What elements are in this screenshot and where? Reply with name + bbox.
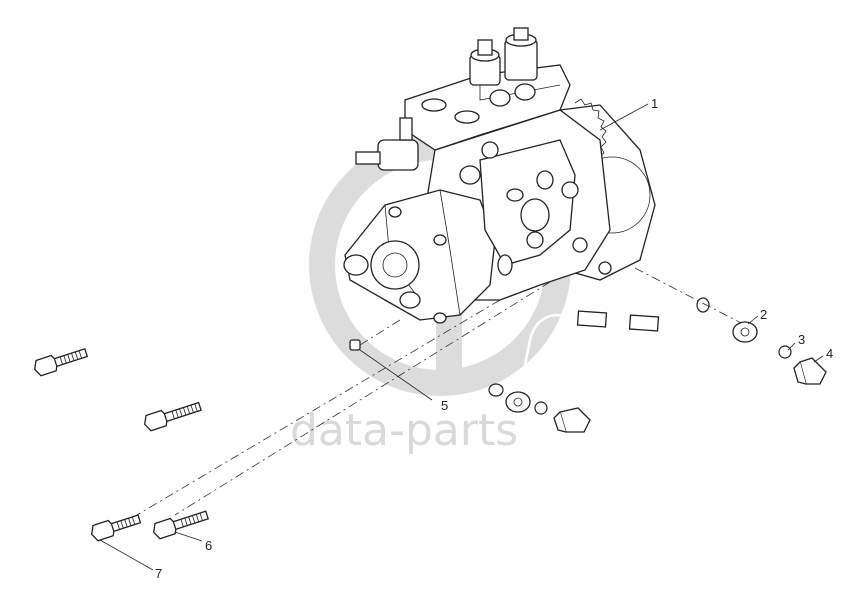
- callout-2: 2: [760, 307, 767, 322]
- alignment-lines: [114, 267, 746, 529]
- fuel-line-pipe: [505, 310, 758, 413]
- leader-lines: [99, 103, 824, 571]
- callout-4: 4: [826, 346, 833, 361]
- plug-screw: [349, 339, 361, 351]
- hex-bolts: [33, 348, 209, 542]
- watermark-text: data-parts: [290, 405, 518, 456]
- fuel-pump-assembly: [343, 27, 656, 324]
- banjo-bolt: [553, 357, 827, 433]
- sealing-washers: [488, 297, 792, 415]
- callout-7: 7: [155, 566, 162, 581]
- callout-6: 6: [205, 538, 212, 553]
- callout-5: 5: [441, 398, 448, 413]
- callout-1: 1: [651, 96, 658, 111]
- callout-3: 3: [798, 332, 805, 347]
